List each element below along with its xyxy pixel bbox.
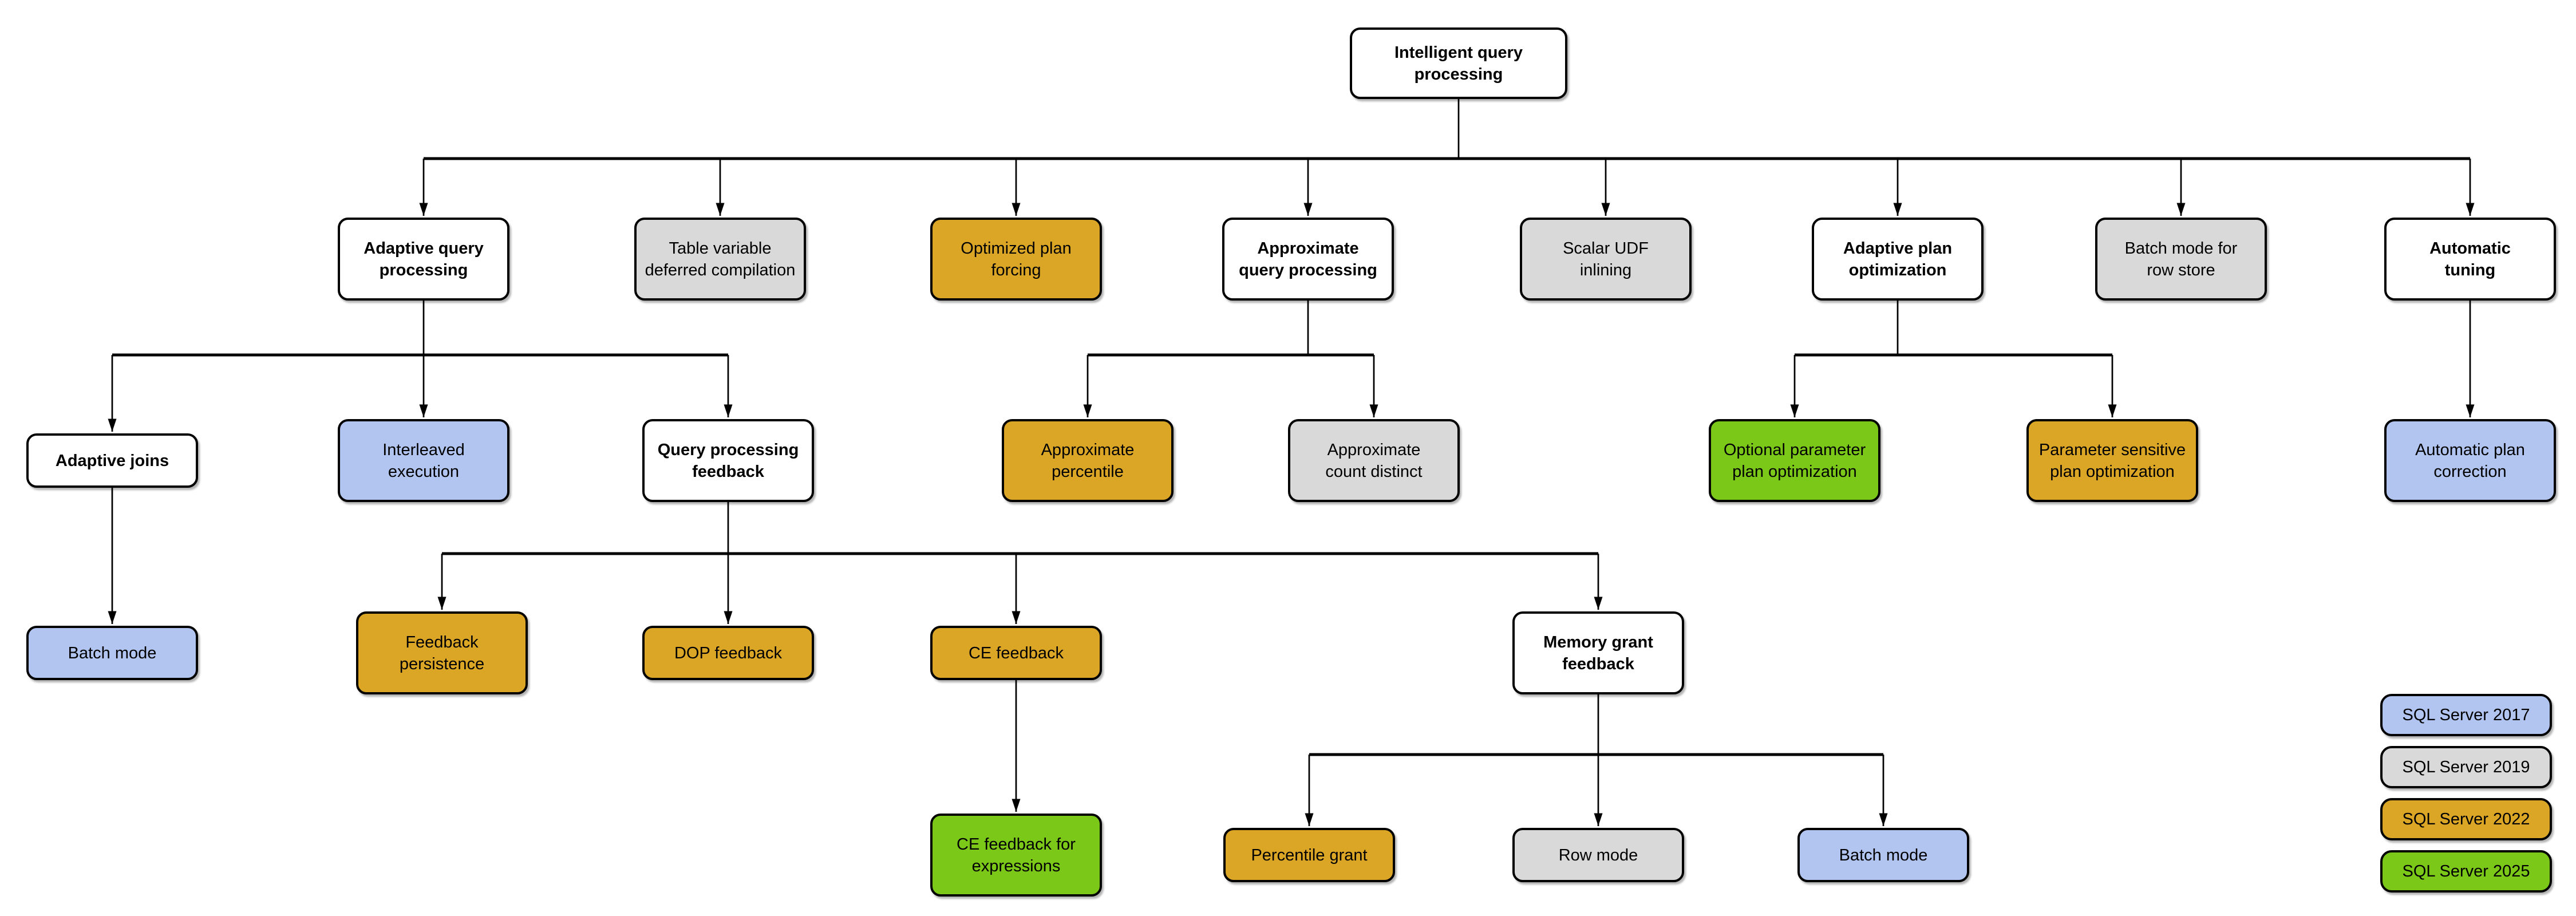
node-label: Query processing feedback (657, 440, 799, 481)
node-label: Approximate percentile (1041, 440, 1135, 481)
node-label: Feedback persistence (399, 633, 485, 673)
node-bmrs: Batch mode for row store (2095, 218, 2267, 301)
legend-item-sql-server-2022: SQL Server 2022 (2380, 798, 2552, 840)
legend-item-sql-server-2017: SQL Server 2017 (2380, 694, 2552, 736)
node-label: Interleaved execution (382, 440, 465, 481)
node-label: Adaptive joins (55, 451, 169, 470)
node-root: Intelligent query processing (1350, 27, 1567, 99)
node-tvdc: Table variable deferred compilation (634, 218, 806, 301)
node-pspo: Parameter sensitive plan optimization (2026, 419, 2198, 502)
node-label: Automatic plan correction (2415, 440, 2525, 481)
node-label: CE feedback for expressions (957, 835, 1076, 875)
node-label: Intelligent query processing (1394, 43, 1523, 84)
node-cefe: CE feedback for expressions (930, 814, 1102, 897)
node-fp: Feedback persistence (356, 611, 528, 694)
node-label: Row mode (1558, 846, 1638, 864)
node-label: Scalar UDF inlining (1563, 239, 1649, 279)
node-ap: Approximate percentile (1002, 419, 1174, 502)
node-label: Approximate query processing (1239, 239, 1377, 279)
node-acd: Approximate count distinct (1288, 419, 1460, 502)
node-label: Adaptive plan optimization (1843, 239, 1953, 279)
node-label: Approximate count distinct (1325, 440, 1423, 481)
node-label: Parameter sensitive plan optimization (2038, 440, 2186, 481)
node-label: CE feedback (968, 643, 1064, 662)
node-label: Batch mode (68, 643, 157, 662)
node-label: Optional parameter plan optimization (1723, 440, 1866, 481)
node-bm1: Batch mode (26, 626, 198, 680)
node-label: Batch mode for row store (2124, 239, 2238, 279)
node-label: Memory grant feedback (1543, 633, 1653, 673)
node-rm: Row mode (1512, 828, 1684, 882)
node-ce: CE feedback (930, 626, 1102, 680)
node-aj: Adaptive joins (26, 433, 198, 488)
node-label: Batch mode (1839, 846, 1928, 864)
legend-label: SQL Server 2025 (2402, 862, 2530, 881)
legend-label: SQL Server 2019 (2402, 757, 2530, 776)
node-approx: Approximate query processing (1222, 218, 1394, 301)
node-label: Adaptive query processing (364, 239, 484, 279)
node-apo: Adaptive plan optimization (1812, 218, 1984, 301)
node-label: Table variable deferred compilation (645, 239, 796, 279)
node-label: Optimized plan forcing (961, 239, 1072, 279)
node-udf: Scalar UDF inlining (1520, 218, 1692, 301)
node-at: Automatic tuning (2384, 218, 2556, 301)
node-dop: DOP feedback (642, 626, 814, 680)
node-qpf: Query processing feedback (642, 419, 814, 502)
node-label: Automatic tuning (2429, 239, 2511, 279)
node-mgf: Memory grant feedback (1512, 611, 1684, 694)
node-label: Percentile grant (1251, 846, 1368, 864)
node-pg: Percentile grant (1223, 828, 1395, 882)
node-oppo: Optional parameter plan optimization (1709, 419, 1880, 502)
legend-label: SQL Server 2017 (2402, 705, 2530, 724)
node-opf: Optimized plan forcing (930, 218, 1102, 301)
legend-label: SQL Server 2022 (2402, 810, 2530, 828)
legend-item-sql-server-2019: SQL Server 2019 (2380, 746, 2552, 788)
node-bm2: Batch mode (1797, 828, 1969, 882)
node-apc: Automatic plan correction (2384, 419, 2556, 502)
node-label: DOP feedback (674, 643, 783, 662)
legend-item-sql-server-2025: SQL Server 2025 (2380, 850, 2552, 893)
node-aqp: Adaptive query processing (338, 218, 509, 301)
node-ie: Interleaved execution (338, 419, 509, 502)
